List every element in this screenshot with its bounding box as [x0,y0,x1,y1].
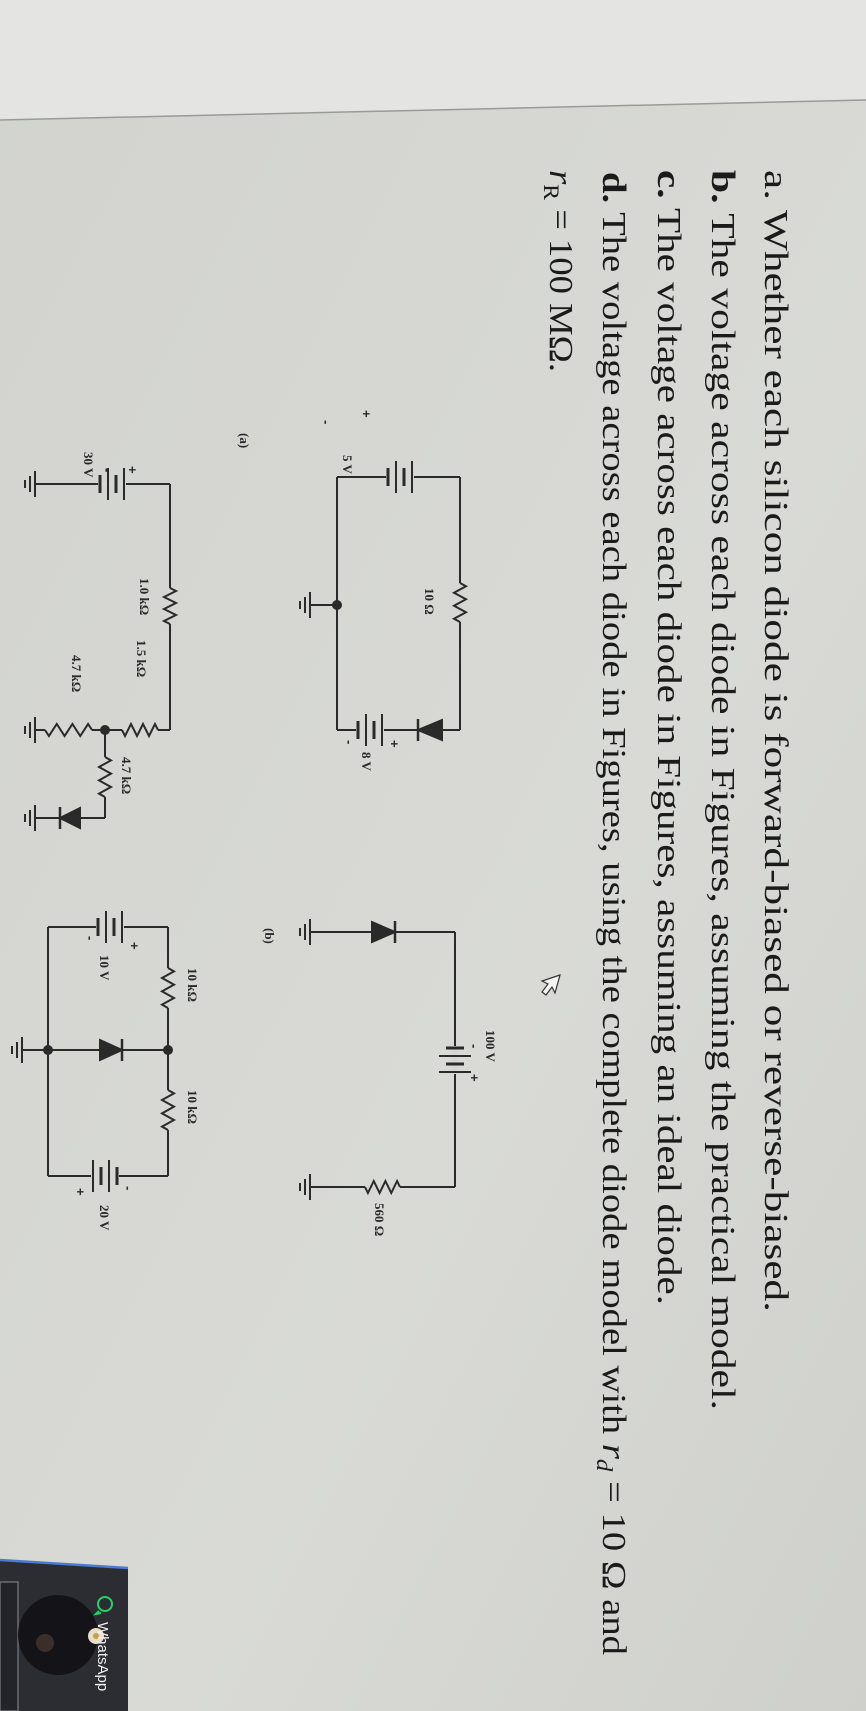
figure-c-source-label: 30 V [81,452,96,478]
wire-gap [96,924,124,930]
figure-b-source-label: 100 V [483,1030,498,1063]
figure-a-source2-minus: - [342,740,357,744]
diode-icon [57,806,81,830]
figure-d-source1-plus: + [127,942,142,950]
diode-icon [415,718,443,742]
question-d-rr: rR = 100 MΩ. [539,170,579,372]
monitor-top-band [0,0,866,120]
wire-gap [98,481,126,487]
notification-top-edge [0,1558,129,1570]
figure-a-source2-label: 8 V [359,752,374,772]
figure-d-source2-plus: + [73,1188,88,1196]
junction-dot [100,725,110,735]
avatar [18,1595,104,1675]
wire-gap [356,727,384,733]
circuit-figures [11,461,471,1200]
resistor-icon [44,722,93,738]
notification-app-name: WhatsApp [94,1622,111,1691]
resistor-icon [96,756,114,798]
figure-c-r3-label: 4.7 kΩ [69,655,84,692]
figure-d-source2-label: 20 V [97,1205,112,1231]
question-a: a. Whether each silicon diode is forward… [757,170,794,1312]
whatsapp-icon [92,1596,113,1616]
figure-a-minus: - [319,420,334,424]
resistor-icon [364,1178,401,1196]
figure-a-source2-plus: + [387,740,402,748]
divider-line [0,99,866,121]
figure-d-r2-label: 10 kΩ [185,1090,200,1124]
circuit-labels: (a) 5 V + - 10 Ω 8 V + - 30 V + - 1.0 kΩ… [69,410,498,1236]
question-d: d. The voltage across each diode in Figu… [592,172,632,1655]
question-list: a. Whether each silicon diode is forward… [539,170,794,1655]
notification-side-strip [0,1581,19,1711]
question-b: b. The voltage across each diode in Figu… [704,170,741,1410]
whatsapp-notification[interactable]: WhatsApp [0,1558,129,1711]
figure-a-source-label: 5 V [340,455,355,475]
mouse-cursor-icon [540,974,561,996]
resistor-icon [159,1089,177,1131]
diode-icon [371,920,398,944]
diode-icon [99,1038,125,1062]
resistor-icon [121,721,159,739]
wire-gap [452,1046,458,1074]
junction-dot [43,1045,53,1055]
figure-c-plus: + [125,466,140,474]
figure-c-r1-label: 1.0 kΩ [137,578,152,615]
figure-c-r4-label: 4.7 kΩ [119,757,134,794]
figure-b-minus: - [467,1044,482,1048]
figure-a-plus: + [359,410,374,418]
figure-a-resistor-label: 10 Ω [422,588,437,615]
junction-dot [163,1045,173,1055]
figure-d-source1-label: 10 V [97,955,112,981]
wire-gap [386,474,414,480]
figure-d-r1-label: 10 kΩ [185,968,200,1002]
resistor-icon [159,967,177,1009]
resistor-icon [451,582,469,623]
figure-b-resistor-label: 560 Ω [372,1203,387,1236]
figure-b-plus: + [467,1074,482,1082]
figure-c-r2-label: 1.5 kΩ [134,640,149,677]
figure-d-source2-minus: - [121,1186,136,1190]
figure-d-source1-minus: - [83,936,98,940]
wire-gap [91,1173,119,1179]
figure-c-minus: - [100,468,115,472]
figure-b-caption: (b) [262,928,277,944]
question-c: c. The voltage across each diode in Figu… [650,170,687,1305]
resistor-icon [161,587,179,625]
figure-a-caption: (a) [237,433,252,448]
junction-dot [332,600,342,610]
